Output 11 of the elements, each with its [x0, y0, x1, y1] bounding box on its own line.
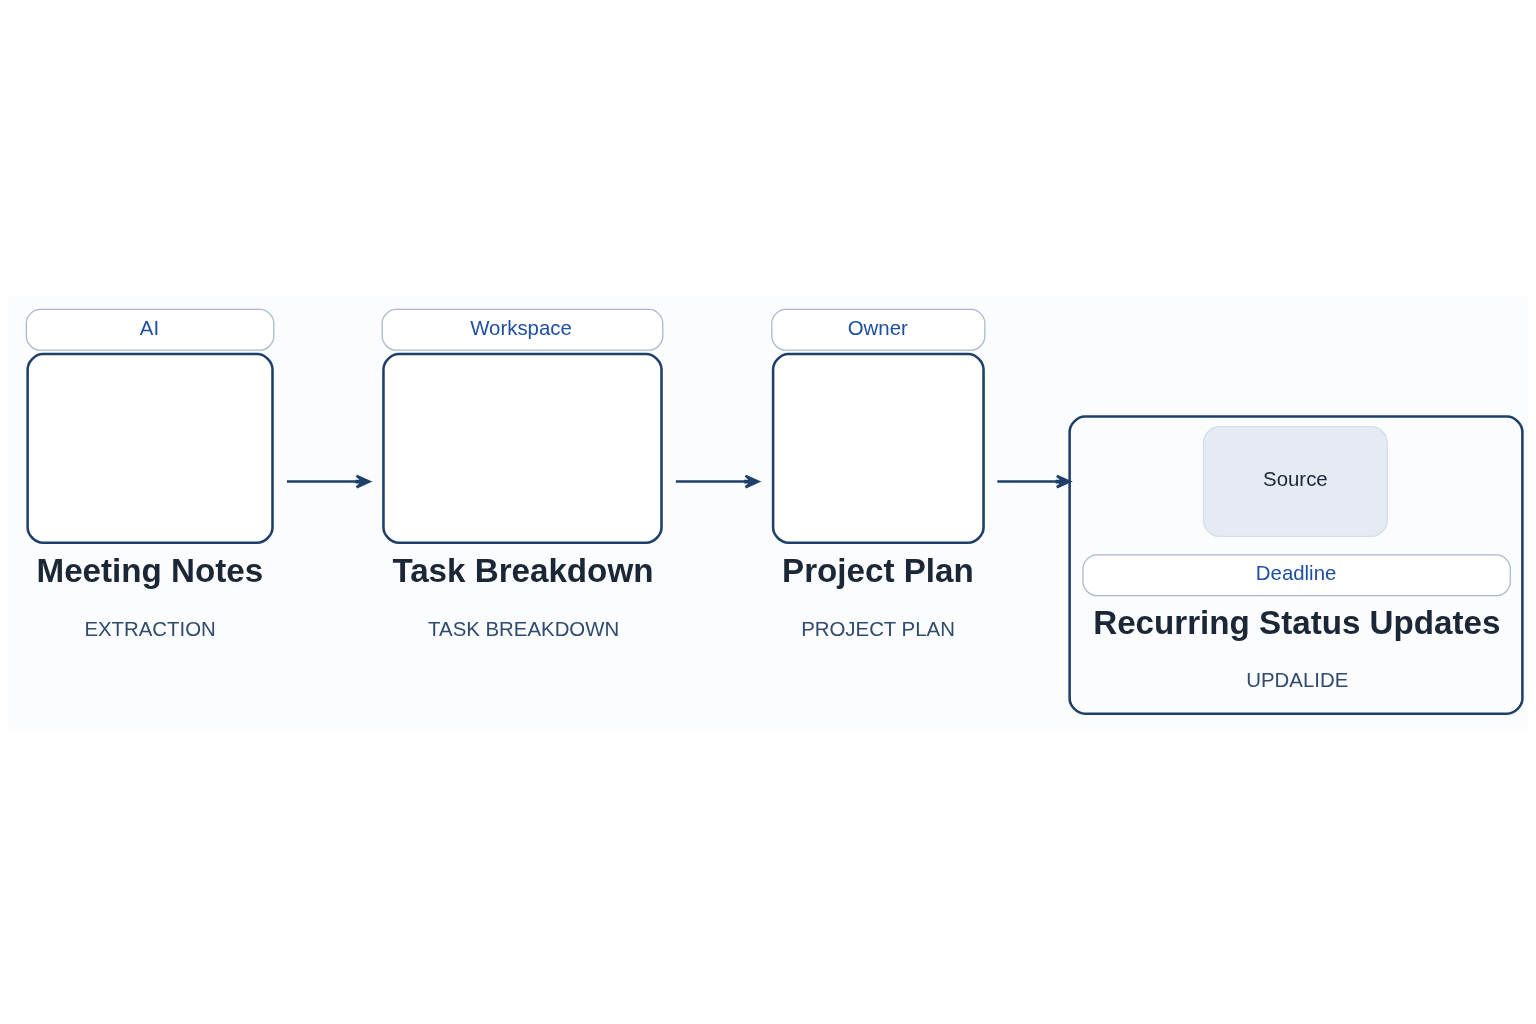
- node-label: UPDALIDE: [1246, 668, 1349, 691]
- node-label: PROJECT PLAN: [801, 617, 955, 640]
- arrow: [286, 474, 371, 489]
- node-label: Task Breakdown: [392, 551, 654, 589]
- node-label: Meeting Notes: [36, 551, 264, 589]
- arrow: [675, 474, 760, 489]
- node-label: EXTRACTION: [84, 617, 216, 640]
- node-label: TASK BREAKDOWN: [428, 617, 620, 640]
- node-label: Project Plan: [782, 551, 974, 589]
- node-box: Source: [1202, 425, 1388, 537]
- arrow: [997, 474, 1071, 489]
